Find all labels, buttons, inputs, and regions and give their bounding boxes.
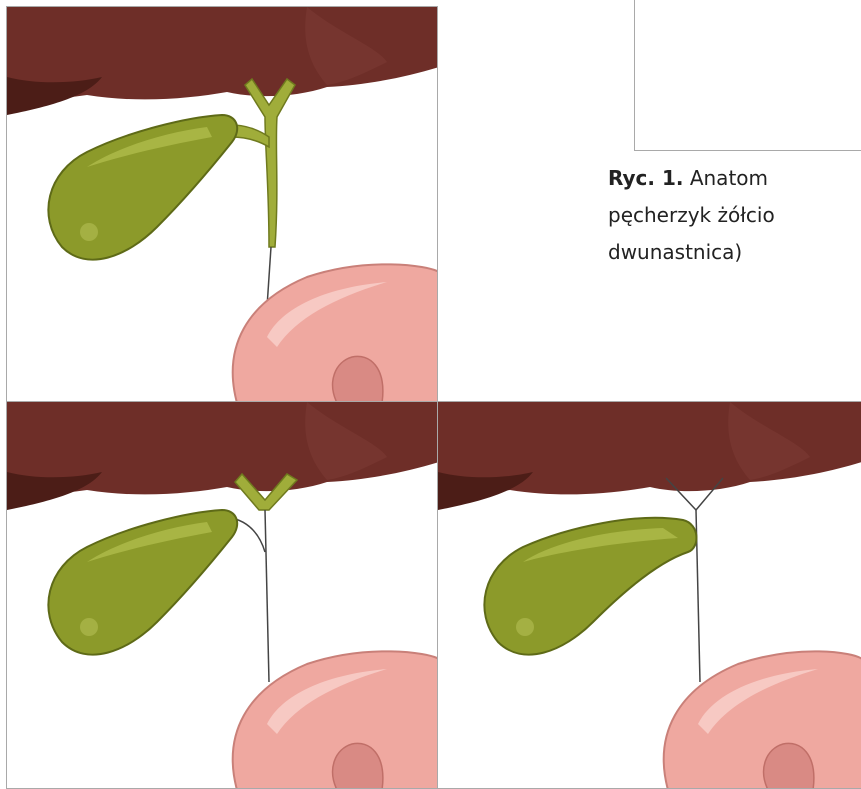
liver-shadow	[7, 77, 102, 115]
figure-frame	[634, 0, 861, 151]
duodenum	[664, 651, 861, 789]
liver-shadow	[7, 472, 102, 510]
hepatic-duct	[245, 79, 295, 247]
anatomy-panel-3	[437, 401, 861, 789]
anatomy-illustration-1	[7, 7, 438, 402]
anatomy-panel-1	[6, 6, 438, 402]
anatomy-illustration-3	[438, 402, 861, 789]
figure-caption: Ryc. 1. Anatom pęcherzyk żółcio dwunastn…	[608, 160, 861, 400]
anatomy-panel-2	[6, 401, 438, 789]
caption-line-3: dwunastnica)	[608, 234, 861, 271]
anatomy-illustration-2	[7, 402, 438, 789]
caption-label: Ryc. 1.	[608, 166, 683, 190]
common-bile-duct	[265, 510, 269, 682]
caption-text-1: Anatom	[690, 166, 768, 190]
caption-line-2: pęcherzyk żółcio	[608, 197, 861, 234]
caption-line-1: Ryc. 1. Anatom	[608, 160, 861, 197]
